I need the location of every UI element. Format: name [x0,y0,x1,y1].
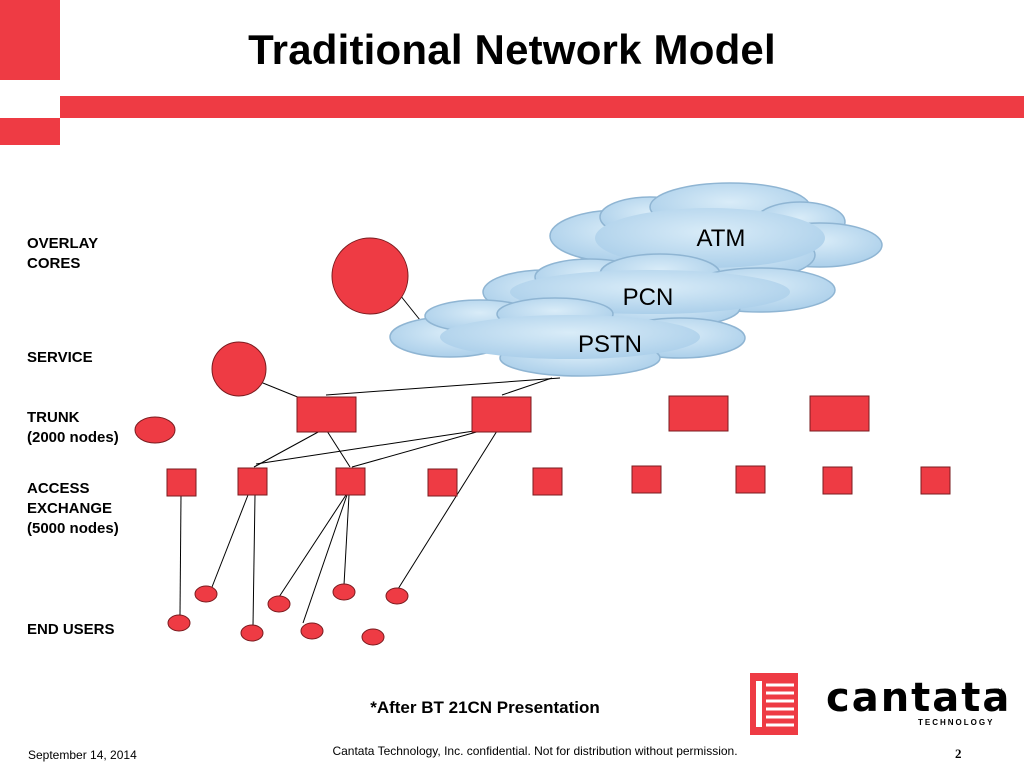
line-trunk-2-to-cloud [501,377,553,396]
trunk-node [296,396,357,433]
end-user-node [332,583,356,601]
cloud-label-pstn: PSTN [578,331,642,358]
corner-block-bottom [0,118,60,145]
access-node [631,465,662,494]
trunk-node [668,395,729,432]
label-overlay-cores: OVERLAY CORES [27,235,99,272]
access-node [532,467,563,496]
end-user-node [240,624,264,642]
logo-tm: TM [994,689,1003,695]
cloud-label-atm: ATM [697,225,746,252]
end-user-nodes [167,583,409,646]
cloud-label-pcn: PCN [623,284,674,311]
access-node [166,468,197,497]
cloud-pstn [389,297,746,377]
line-trunk-2-to-user [397,430,498,590]
access-node [822,466,853,495]
trunk-nodes [296,395,870,433]
line-access-3-to-user-c [343,494,350,586]
page-title: Traditional Network Model [248,26,776,73]
label-service: SERVICE [27,349,93,366]
page-number: 2 [955,746,962,761]
cloud-atm [549,182,883,281]
logo-tagline: TECHNOLOGY [918,718,995,727]
connector-lines [179,289,561,627]
label-access-exchange: ACCESS EXCHANGE (5000 nodes) [27,480,119,537]
access-nodes [166,465,951,497]
footer-date: September 14, 2014 [28,748,137,762]
trunk-level-node [134,416,176,444]
line-trunk-1-to-cloud [325,377,561,396]
cantata-logo: cantata TM TECHNOLOGY [750,673,1010,735]
corner-block-top [0,0,60,80]
access-node [335,467,366,496]
line-access-3-to-user-b [302,494,348,624]
access-node [920,466,951,495]
end-user-node [167,614,191,632]
end-user-node [385,587,409,605]
label-end-users: END USERS [27,621,115,638]
service-node [211,341,267,397]
access-node [237,467,268,496]
overlay-core-node [331,237,409,315]
line-access-1-to-user [179,494,182,616]
label-trunk: TRUNK (2000 nodes) [27,409,119,446]
header-red-bar [60,96,1024,118]
end-user-node [267,595,291,613]
line-trunk-2-to-access-3 [351,430,481,468]
line-access-3-to-user-a [278,494,347,598]
line-trunk-2-to-access-2 [255,430,475,465]
cantata-logo-icon [750,673,798,735]
line-trunk-1-to-access-3 [326,430,351,468]
end-user-node [361,628,385,646]
logo-wordmark: cantata [826,675,1012,721]
trunk-node [471,396,532,433]
trunk-node [809,395,870,432]
line-access-2-to-user-a [211,494,249,588]
access-node [427,468,458,497]
end-user-node [300,622,324,640]
footer-confidential: Cantata Technology, Inc. confidential. N… [332,744,738,758]
source-caption: *After BT 21CN Presentation [370,698,600,717]
end-user-node [194,585,218,603]
line-trunk-1-to-access-2 [253,430,321,468]
access-node [735,465,766,494]
line-access-2-to-user-b [252,494,256,627]
